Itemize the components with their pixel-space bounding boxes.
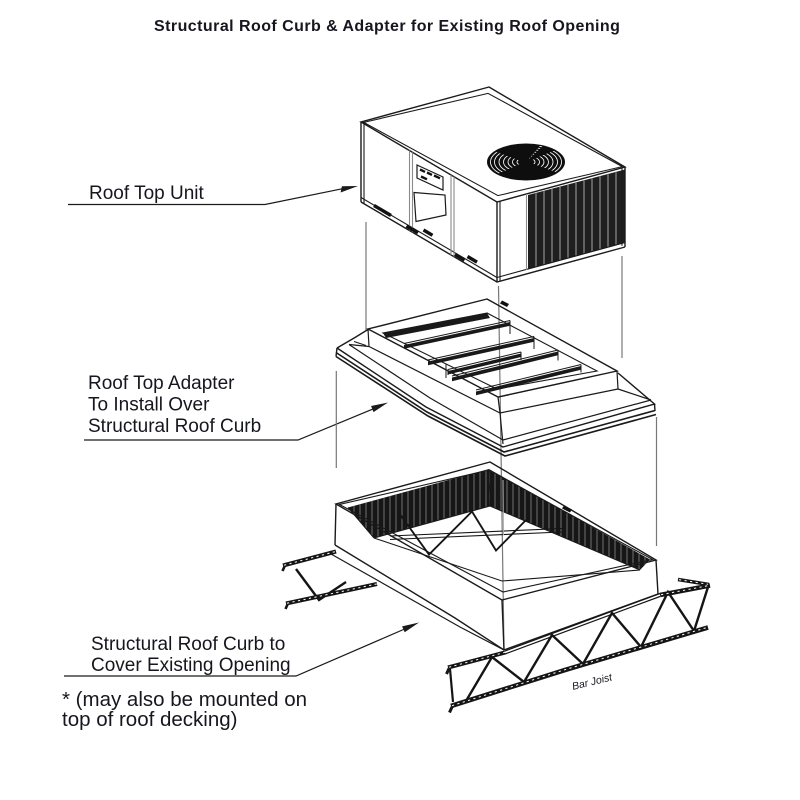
svg-text:Structural Roof Curb to: Structural Roof Curb to — [91, 634, 285, 655]
svg-text:* (may also be mounted on: * (may also be mounted on — [62, 688, 307, 711]
svg-text:Cover Existing Opening: Cover Existing Opening — [91, 655, 291, 676]
svg-text:To Install Over: To Install Over — [88, 395, 210, 416]
svg-text:Roof Top Adapter: Roof Top Adapter — [88, 373, 235, 394]
svg-text:Structural Roof Curb: Structural Roof Curb — [88, 416, 261, 437]
svg-text:Roof Top Unit: Roof Top Unit — [89, 183, 204, 204]
svg-text:Structural Roof Curb & Adapter: Structural Roof Curb & Adapter for Exist… — [154, 18, 620, 35]
svg-text:top of roof decking): top of roof decking) — [62, 708, 238, 731]
